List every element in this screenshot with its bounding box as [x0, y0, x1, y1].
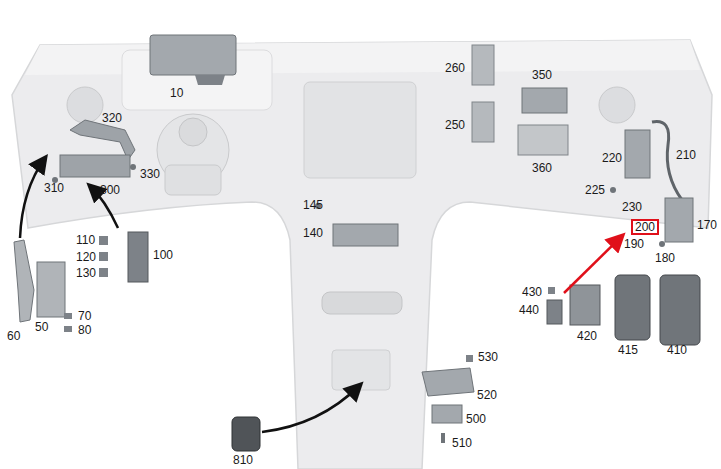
callout-number: 190	[624, 237, 644, 251]
callout-number: 310	[44, 181, 64, 195]
callout-number: 330	[140, 167, 160, 181]
callout-number: 70	[78, 309, 91, 323]
callout-number: 80	[78, 323, 91, 337]
callout-number: 415	[618, 343, 638, 357]
callout-number: 410	[667, 343, 687, 357]
callout-number: 180	[655, 251, 675, 265]
callout-number: 100	[153, 248, 173, 262]
callout-number: 350	[532, 68, 552, 82]
callout-number: 110	[76, 233, 95, 247]
callout-number: 320	[102, 111, 122, 125]
callout-number: 510	[452, 436, 472, 450]
callout-number: 500	[466, 412, 486, 426]
callout-number: 120	[76, 250, 96, 264]
callout-number: 60	[7, 329, 20, 343]
callout-number: 220	[602, 151, 622, 165]
callout-number: 140	[303, 226, 323, 240]
callout-number: 520	[477, 388, 497, 402]
callout-number: 50	[35, 320, 48, 334]
callout-number: 145	[303, 198, 323, 212]
callout-number: 225	[585, 183, 605, 197]
callout-number: 260	[445, 61, 465, 75]
callout-number: 10	[170, 86, 183, 100]
callout-number: 300	[100, 183, 120, 197]
callout-number: 130	[76, 266, 96, 280]
callout-number: 810	[233, 453, 253, 467]
callout-number: 170	[697, 218, 717, 232]
callout-number: 230	[622, 200, 642, 214]
callout-number: 440	[519, 303, 539, 317]
callout-number: 250	[445, 118, 465, 132]
callout-number: 530	[478, 350, 498, 364]
callout-number: 430	[522, 285, 542, 299]
callout-number: 200	[635, 220, 655, 234]
callout-number: 420	[577, 329, 597, 343]
callout-number: 360	[532, 161, 552, 175]
highlight-box: 200	[631, 219, 659, 235]
callout-number: 210	[676, 148, 696, 162]
